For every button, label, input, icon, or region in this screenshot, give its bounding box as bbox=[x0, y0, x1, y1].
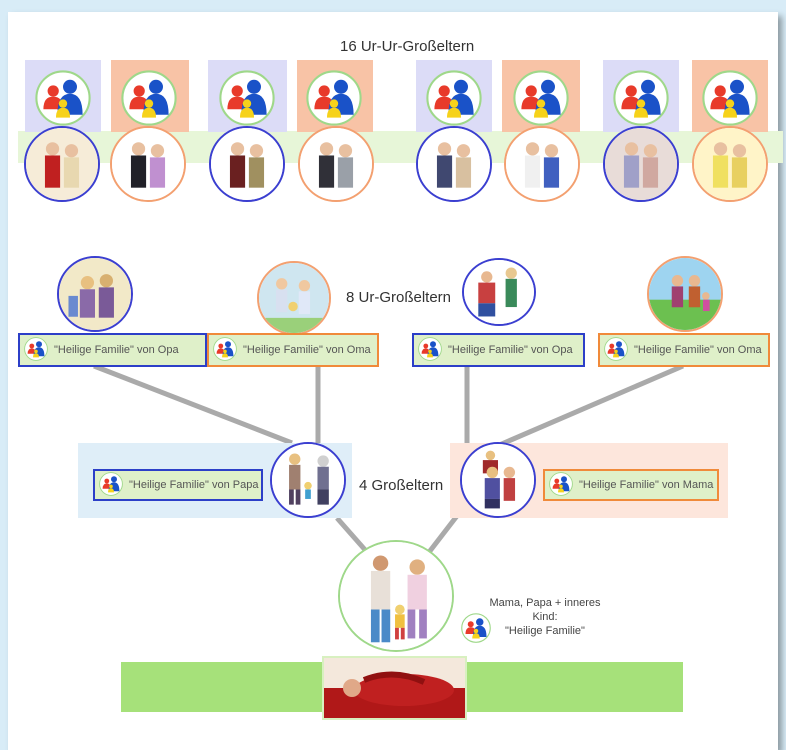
great-great-grandparents-circle bbox=[692, 126, 768, 202]
parents-circle bbox=[338, 540, 454, 652]
family-icon bbox=[461, 613, 491, 648]
family-box-oma-1: "Heilige Familie" von Oma bbox=[207, 333, 379, 367]
greatgrandparent-circle-2 bbox=[257, 261, 331, 335]
holy-family-note: Mama, Papa + inneres Kind: "Heilige Fami… bbox=[480, 596, 610, 638]
inner-child-photo bbox=[322, 656, 467, 720]
family-box-label: "Heilige Familie" von Opa bbox=[448, 344, 573, 356]
greatgrandparent-circle-3 bbox=[462, 258, 536, 326]
great-great-grandparents-circle bbox=[298, 126, 374, 202]
note-line-2: "Heilige Familie" bbox=[505, 625, 585, 637]
family-box-mama: "Heilige Familie" von Mama bbox=[543, 469, 719, 501]
family-icon bbox=[426, 70, 482, 131]
family-icon bbox=[306, 70, 362, 131]
grandparent-circle-mama bbox=[460, 442, 536, 518]
gen4-title: 4 Großeltern bbox=[359, 477, 444, 494]
family-icon bbox=[35, 70, 91, 131]
family-icon bbox=[513, 70, 569, 131]
great-great-grandparents-circle bbox=[504, 126, 580, 202]
family-box-label: "Heilige Familie" von Oma bbox=[634, 344, 762, 356]
family-icon bbox=[213, 336, 237, 364]
family-box-opa-2: "Heilige Familie" von Opa bbox=[412, 333, 585, 367]
family-box-oma-2: "Heilige Familie" von Oma bbox=[598, 333, 770, 367]
great-great-grandparents-circle bbox=[24, 126, 100, 202]
gen16-title: 16 Ur-Ur-Großeltern bbox=[340, 38, 475, 55]
note-line-1: Mama, Papa + inneres Kind: bbox=[489, 597, 601, 623]
family-box-label: "Heilige Familie" von Oma bbox=[243, 344, 371, 356]
family-icon bbox=[121, 70, 177, 131]
grandparent-circle-papa bbox=[270, 442, 346, 518]
family-icon bbox=[418, 336, 442, 364]
family-icon bbox=[99, 471, 123, 499]
greatgrandparent-circle-1 bbox=[57, 256, 133, 332]
great-great-grandparents-circle bbox=[603, 126, 679, 202]
family-box-label: "Heilige Familie" von Mama bbox=[579, 479, 714, 491]
family-box-opa-1: "Heilige Familie" von Opa bbox=[18, 333, 207, 367]
family-icon bbox=[604, 336, 628, 364]
family-icon bbox=[613, 70, 669, 131]
family-icon bbox=[24, 336, 48, 364]
family-box-label: "Heilige Familie" von Opa bbox=[54, 344, 179, 356]
family-icon bbox=[702, 70, 758, 131]
gen8-title: 8 Ur-Großeltern bbox=[346, 289, 452, 306]
great-great-grandparents-circle bbox=[416, 126, 492, 202]
family-icon bbox=[219, 70, 275, 131]
family-box-label: "Heilige Familie" von Papa bbox=[129, 479, 259, 491]
great-great-grandparents-circle bbox=[110, 126, 186, 202]
family-box-papa: "Heilige Familie" von Papa bbox=[93, 469, 263, 501]
great-great-grandparents-circle bbox=[209, 126, 285, 202]
family-icon bbox=[549, 471, 573, 499]
greatgrandparent-circle-4 bbox=[647, 256, 723, 332]
